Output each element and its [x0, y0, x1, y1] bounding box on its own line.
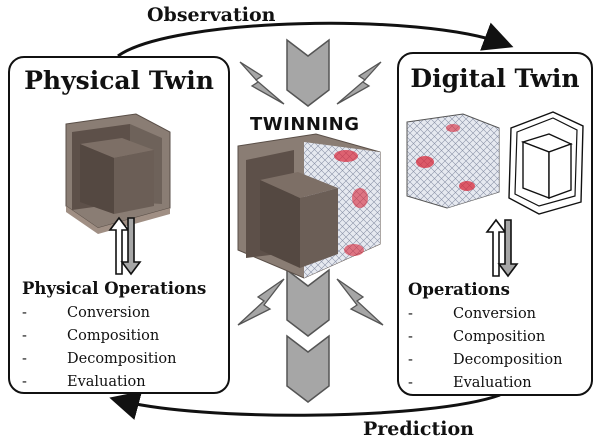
list-item: Decomposition	[22, 348, 176, 371]
physical-twin-panel: Physical Twin Physical Operations Conver…	[8, 56, 230, 394]
observation-label: Observation	[147, 4, 276, 26]
center-down-chevron-top	[286, 38, 330, 107]
center-down-chevron-bottom-2	[286, 334, 330, 403]
list-item: Composition	[22, 325, 176, 348]
physical-exchange-arrows	[108, 216, 142, 276]
digital-twin-panel: Digital Twin Operations Conversion Compo…	[397, 52, 593, 396]
list-item: Conversion	[408, 303, 562, 326]
list-item: Evaluation	[22, 371, 176, 394]
lightning-icon	[336, 278, 384, 326]
digital-mesh-cube-image	[406, 113, 500, 209]
list-item: Evaluation	[408, 372, 562, 395]
prediction-label: Prediction	[363, 418, 474, 440]
list-item: Decomposition	[408, 349, 562, 372]
twinning-label: TWINNING	[250, 114, 360, 135]
list-item: Composition	[408, 326, 562, 349]
center-down-chevron-bottom-1	[286, 268, 330, 337]
physical-twin-title: Physical Twin	[24, 66, 214, 95]
physical-cube-image	[65, 113, 171, 234]
digital-twin-title: Digital Twin	[410, 64, 580, 93]
twinning-cube-image	[237, 133, 381, 279]
digital-operations-list: Conversion Composition Decomposition Eva…	[408, 303, 562, 395]
lightning-icon	[237, 278, 285, 326]
lightning-icon	[336, 61, 382, 105]
digital-wireframe-cube-image	[508, 111, 584, 215]
digital-operations-heading: Operations	[408, 280, 510, 299]
digital-exchange-arrows	[485, 218, 519, 278]
lightning-icon	[239, 61, 285, 105]
physical-operations-list: Conversion Composition Decomposition Eva…	[22, 302, 176, 394]
physical-operations-heading: Physical Operations	[22, 279, 207, 298]
list-item: Conversion	[22, 302, 176, 325]
